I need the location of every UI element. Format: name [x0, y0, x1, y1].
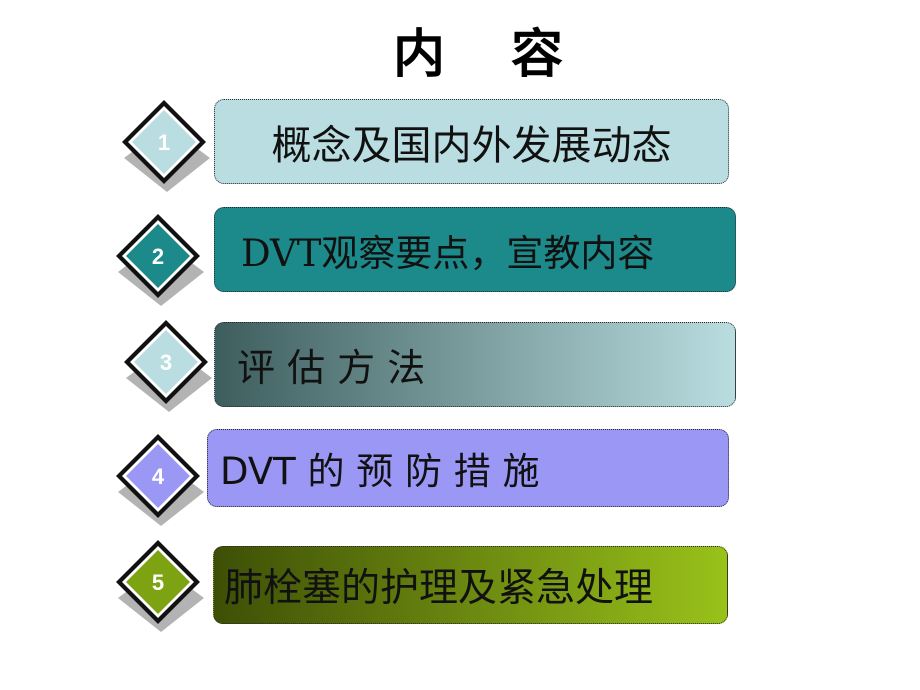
item-label: 概念及国内外发展动态 — [271, 122, 672, 169]
item-number: 1 — [157, 130, 171, 155]
item-label: DVT观察要点，宣教内容 — [241, 231, 655, 275]
diamond-icon — [122, 100, 210, 192]
diamond-icon — [124, 320, 212, 412]
item-number: 4 — [151, 464, 165, 489]
item-label: 肺栓塞的护理及紧急处理 — [224, 566, 654, 611]
item-number: 5 — [151, 570, 165, 595]
item-label: DVT 的 预 防 措 施 — [220, 450, 540, 493]
diamond-icon — [116, 214, 204, 306]
list-item-5[interactable]: 5 肺栓塞的护理及紧急处理 — [0, 530, 920, 640]
item-box[interactable]: 评 估 方 法 — [214, 322, 736, 407]
diamond-badge: 1 — [112, 90, 222, 200]
list-item-3[interactable]: 3 评 估 方 法 — [0, 310, 920, 420]
diamond-badge: 2 — [106, 204, 216, 314]
item-number: 3 — [159, 350, 173, 375]
page-title: 内 容 — [392, 25, 588, 85]
diamond-icon — [116, 540, 204, 632]
list-item-2[interactable]: 2 DVT观察要点，宣教内容 — [0, 200, 920, 310]
item-label: 评 估 方 法 — [237, 346, 426, 390]
item-number: 2 — [151, 244, 165, 269]
diamond-badge: 3 — [114, 310, 224, 420]
item-box[interactable]: DVT 的 预 防 措 施 — [207, 429, 729, 507]
item-box[interactable]: DVT观察要点，宣教内容 — [214, 207, 736, 292]
item-box[interactable]: 概念及国内外发展动态 — [214, 99, 729, 184]
list-item-4[interactable]: 4 DVT 的 预 防 措 施 — [0, 420, 920, 530]
diamond-icon — [116, 434, 204, 526]
diamond-badge: 5 — [106, 530, 216, 640]
item-box[interactable]: 肺栓塞的护理及紧急处理 — [213, 546, 728, 624]
diamond-badge: 4 — [106, 424, 216, 534]
list-item-1[interactable]: 1 概念及国内外发展动态 — [0, 90, 920, 200]
